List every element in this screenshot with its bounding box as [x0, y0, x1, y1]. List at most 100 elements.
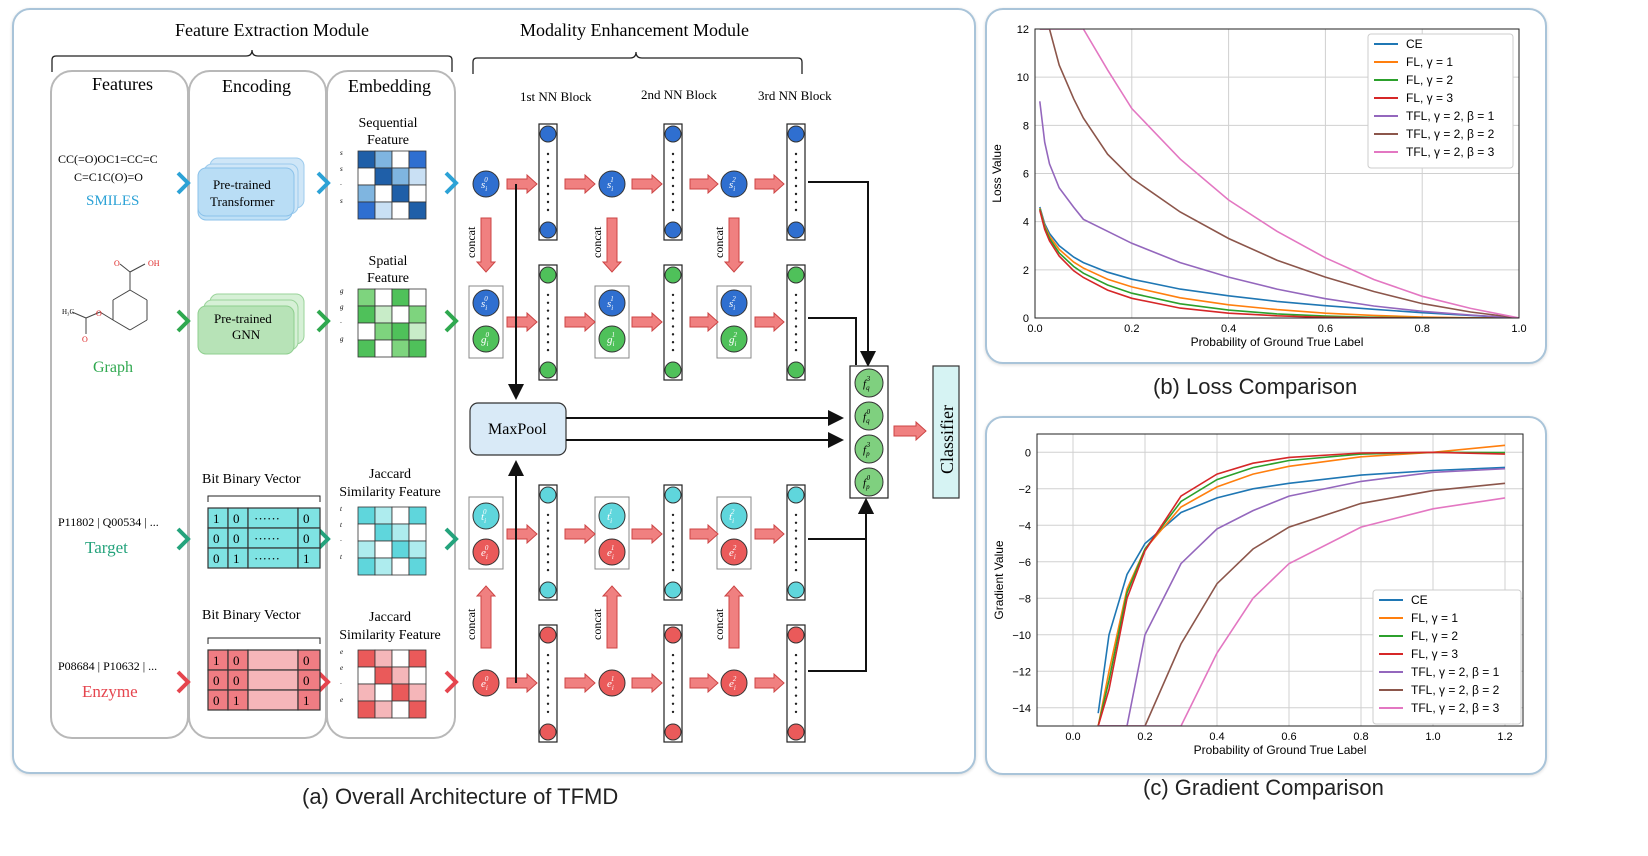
nn2-spa-bottom	[664, 361, 682, 379]
spatial-grid-cell	[374, 305, 393, 324]
molecule-bond	[85, 311, 101, 319]
spatial-grid-cell	[391, 288, 410, 307]
nn2-enz-dot	[671, 686, 675, 689]
embedding-header: Embedding	[348, 76, 431, 96]
nn2-tgt-top	[664, 486, 682, 504]
nn2-tgt-dot	[671, 529, 675, 532]
smiles-chevron-2	[316, 171, 331, 195]
enzyme-vector-cell	[297, 689, 321, 711]
series-line-2	[1097, 444, 1506, 726]
legend-label-4: FL, γ = 3	[1411, 647, 1458, 661]
nn1-spa-bottom	[539, 361, 557, 379]
enzyme-chevron-3	[444, 670, 459, 694]
transformer-box	[197, 167, 295, 217]
node-g0-text: gi0	[481, 331, 489, 348]
x-tick-label: 0.2	[1137, 731, 1152, 743]
nn3-enz-dot	[794, 702, 798, 705]
caption-c: (c) Gradient Comparison	[1143, 775, 1384, 800]
node-e1-a	[598, 538, 626, 566]
nn1-seq-top	[539, 125, 557, 143]
target-vector-value: 0	[303, 511, 310, 526]
fusion-node-4	[854, 467, 884, 497]
nn3-spa-dot	[794, 325, 798, 328]
molecule-bond	[129, 263, 146, 273]
target-vector-value: ······	[254, 551, 280, 566]
jaccard-grid-1-cell	[391, 540, 410, 559]
row-label: g	[340, 287, 344, 295]
nn3-seq-dot	[794, 152, 798, 156]
nn1-spa-dot	[546, 341, 550, 344]
arrow-h	[689, 672, 719, 694]
nn2-enz-dot	[671, 702, 675, 705]
nn2-enz-dot	[671, 670, 675, 673]
nn1-seq	[538, 123, 558, 241]
node-s0-a	[472, 170, 500, 198]
nn2-seq-dot	[671, 192, 675, 196]
seq-grid-cell	[374, 184, 393, 203]
arrow-h	[631, 311, 663, 333]
molecule-atom: O	[114, 259, 120, 268]
jaccard-grid-2-cell	[408, 700, 427, 719]
legend-label-3: FL, γ = 2	[1406, 73, 1453, 87]
spatial-grid-cell	[357, 305, 376, 324]
gnn-text-1: Pre-trained	[214, 311, 272, 326]
feature-brace	[51, 49, 453, 72]
nn1-seq-dot	[546, 192, 550, 196]
arrow-h	[564, 311, 596, 333]
target-chevron-2	[316, 527, 331, 551]
node-s0-a-text: si0	[481, 176, 488, 193]
row-label: t	[340, 505, 343, 513]
nn3-enz-top	[787, 626, 805, 644]
nn3-spa-bottom	[787, 361, 805, 379]
concat-frame-2	[468, 496, 504, 570]
node-g2-text: gi2	[729, 331, 737, 348]
nn3-enz-bottom	[787, 723, 805, 741]
nn2-seq-bottom	[664, 221, 682, 239]
series-line-7	[1039, 29, 1519, 318]
graph-chevron-2	[316, 309, 331, 333]
nn3-tgt-top	[787, 486, 805, 504]
nn1-tgt-dot	[546, 561, 550, 564]
graph-label: Graph	[93, 359, 133, 376]
nn1-seq-dot	[546, 176, 550, 180]
nn1-seq-dot	[546, 184, 550, 188]
row-label: s	[340, 197, 343, 205]
maxpool-box	[469, 402, 567, 456]
seq-grid-cell	[357, 201, 376, 220]
row-label: ·	[340, 680, 342, 688]
nn3-tgt-bottom	[787, 581, 805, 599]
arrow-to-classifier	[893, 420, 927, 442]
nn3-spa-top	[787, 266, 805, 284]
x-tick-label: 0.4	[1221, 323, 1236, 335]
classifier-box	[932, 365, 960, 499]
y-tick-label: −4	[1018, 520, 1031, 532]
jaccard-grid-1-cell	[374, 523, 393, 542]
molecule-atom: O	[82, 335, 88, 344]
nn3-enz-dot	[794, 662, 798, 665]
nn1-enz-dot	[546, 702, 550, 705]
nn1-enz-dot	[546, 670, 550, 673]
seq-grid-cell	[357, 167, 376, 186]
arrow-h	[564, 672, 596, 694]
nn3-spa-dot	[794, 333, 798, 336]
enzyme-vector-cell	[247, 649, 299, 671]
graph-chevron-1	[176, 309, 191, 333]
row-label: t	[340, 521, 343, 529]
target-vector-brace	[207, 495, 321, 502]
nn2-tgt-bottom	[664, 581, 682, 599]
row-label: ·	[340, 537, 342, 545]
node-s2-a-text: si2	[729, 176, 736, 193]
nn1-tgt-dot	[546, 521, 550, 524]
row-label: e	[340, 648, 343, 656]
arrow-h	[689, 173, 719, 195]
enzyme-vector-value: 1	[303, 693, 310, 708]
nn2-seq-dot	[671, 208, 675, 212]
jaccard-grid-2-cell	[357, 666, 376, 685]
arrow-h	[754, 523, 785, 545]
target-vector-cell	[297, 547, 321, 569]
nn1-enz-dot	[546, 686, 550, 689]
legend-label-2: FL, γ = 1	[1411, 611, 1458, 625]
fusion-node-text: fp0	[863, 474, 871, 491]
series-line-1	[1097, 466, 1506, 714]
nn1-spa-dot	[546, 293, 550, 297]
